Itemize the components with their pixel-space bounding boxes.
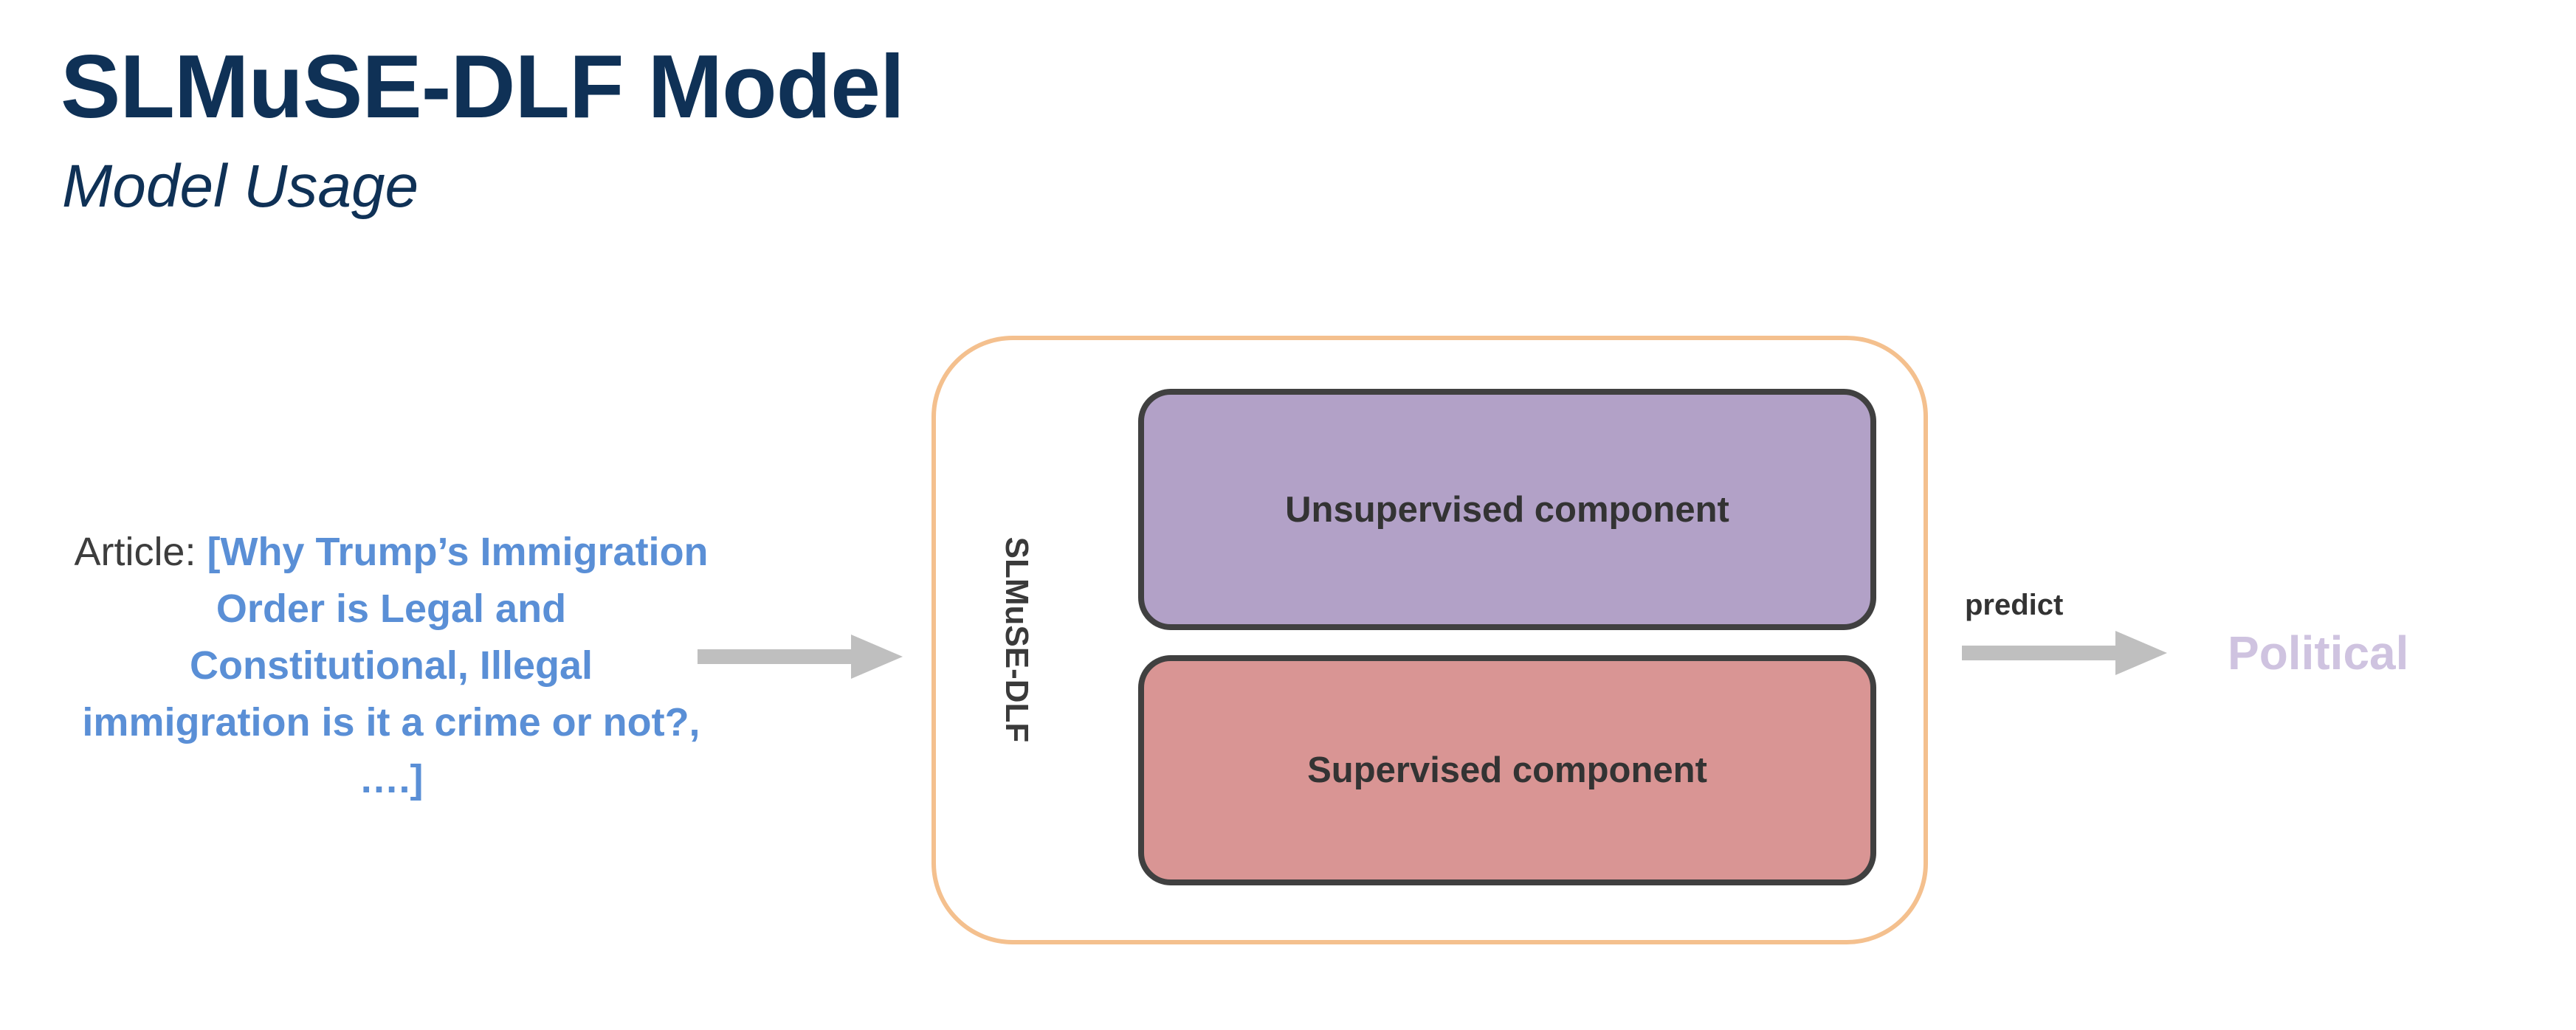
page-subtitle: Model Usage bbox=[62, 153, 419, 220]
model-name-label: SLMuSE-DLF bbox=[999, 536, 1035, 743]
prediction-output: Political bbox=[2228, 626, 2409, 680]
article-label: Article bbox=[74, 530, 185, 574]
article-text: [Why Trump’s Immigration Order is Legal … bbox=[82, 530, 709, 801]
article-separator: : bbox=[185, 530, 196, 574]
predict-arrow bbox=[1962, 631, 2167, 675]
unsupervised-component: Unsupervised component bbox=[1138, 389, 1876, 630]
supervised-component: Supervised component bbox=[1138, 655, 1876, 885]
predict-label: predict bbox=[1965, 589, 2064, 621]
article-input: Article: [Why Trump’s Immigration Order … bbox=[74, 524, 709, 808]
page-title: SLMuSE-DLF Model bbox=[61, 36, 905, 136]
unsupervised-component-label: Unsupervised component bbox=[1285, 489, 1729, 530]
input-arrow bbox=[698, 635, 903, 679]
supervised-component-label: Supervised component bbox=[1307, 750, 1707, 790]
